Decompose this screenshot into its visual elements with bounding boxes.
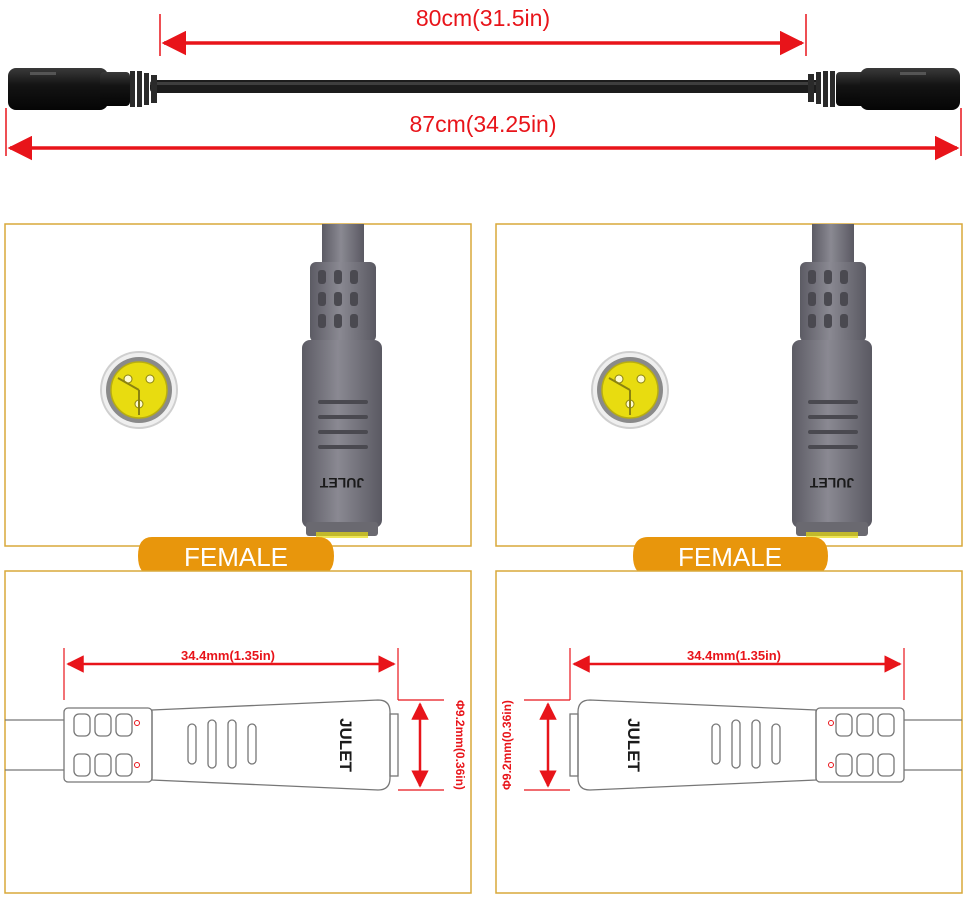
connector-outline [5, 699, 399, 791]
badge-label: FEMALE [678, 542, 782, 572]
vertical-connector-body: JULET [302, 224, 382, 538]
connector-outline [569, 699, 962, 791]
length-label: 34.4mm(1.35in) [687, 648, 781, 663]
badge-label: FEMALE [184, 542, 288, 572]
female-connector-icon [591, 351, 669, 429]
brand-label: JULET [809, 475, 854, 491]
brand-label: JULET [336, 718, 355, 772]
panel-frame [495, 223, 963, 547]
right-end-connector [808, 68, 960, 110]
diameter-label: Φ9.2mm(0.36in) [500, 700, 514, 790]
brand-label: JULET [624, 718, 643, 772]
female-connector-panel-1: JULET [4, 223, 472, 547]
length-label: 34.4mm(1.35in) [181, 648, 275, 663]
total-length-label: 87cm(34.25in) [409, 111, 556, 137]
panel-frame [4, 570, 472, 894]
panel-frame [495, 570, 963, 894]
brand-label: JULET [319, 475, 364, 491]
female-connector-panel-2: JULET [495, 223, 963, 547]
dimension-panel-2: 34.4mm(1.35in) JULET Φ9.2mm(0.36in) [495, 570, 963, 894]
female-badge-2: FEMALE [633, 537, 828, 575]
female-badge-1: FEMALE [138, 537, 334, 575]
diameter-label: Φ9.2mm(0.36in) [453, 700, 467, 790]
panel-frame [4, 223, 472, 547]
left-end-connector [8, 68, 157, 110]
dimension-panel-1: 34.4mm(1.35in) JULET Φ9.2mm(0.36in) [4, 570, 472, 894]
vertical-connector-body: JULET [792, 224, 872, 538]
female-connector-icon [100, 351, 178, 429]
cable-overview: 80cm(31.5in) 87cm(34.25in) [5, 5, 962, 161]
inner-length-label: 80cm(31.5in) [416, 5, 550, 31]
cable-wire [150, 80, 820, 93]
